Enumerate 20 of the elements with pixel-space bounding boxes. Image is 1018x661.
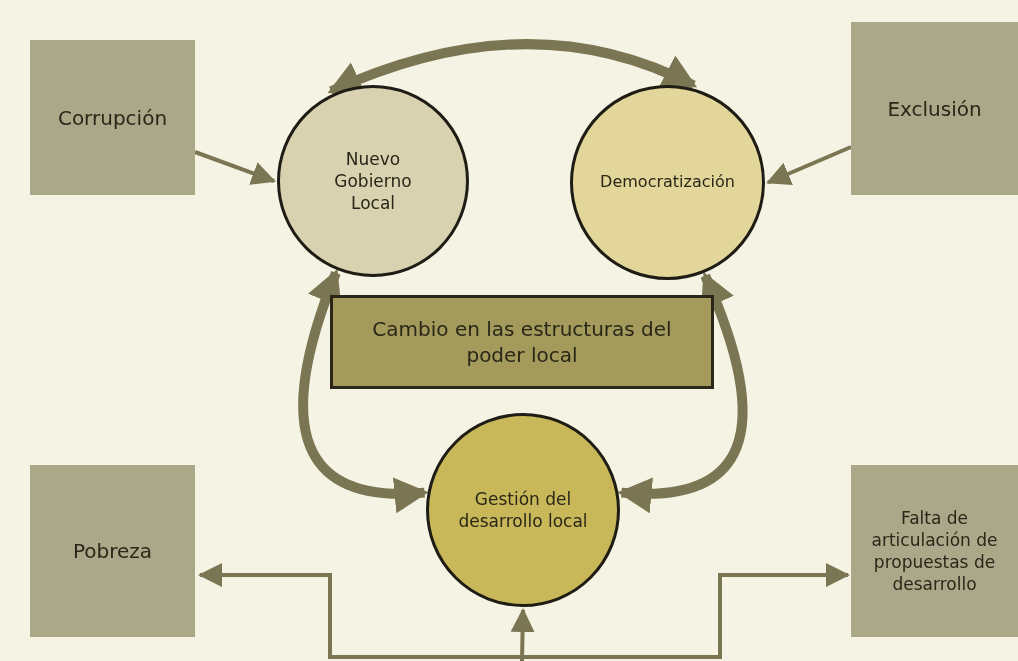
arrow [198,563,522,659]
factor-box [851,465,1018,637]
arrow [298,269,429,512]
node-label: Cambio en las estructuras del poder local [371,316,673,368]
node-label: Nuevo Gobierno Local [333,147,413,215]
node-label: Gestión del desarrollo local [458,487,588,533]
central-banner [330,295,714,389]
node-label: Corrupción [57,104,168,131]
arrow [522,563,850,659]
arrow [766,145,852,185]
node-label: Falta de articulación de propuestas de desarrollo [870,506,999,596]
factor-box [851,22,1018,195]
node-label: Democratización [600,172,735,193]
node-label: Exclusión [887,95,982,122]
arrow [194,150,276,185]
factor-box [30,465,195,637]
arrow [510,608,535,661]
arrow [617,272,748,512]
node-label: Pobreza [72,538,153,564]
factor-box [30,40,195,195]
